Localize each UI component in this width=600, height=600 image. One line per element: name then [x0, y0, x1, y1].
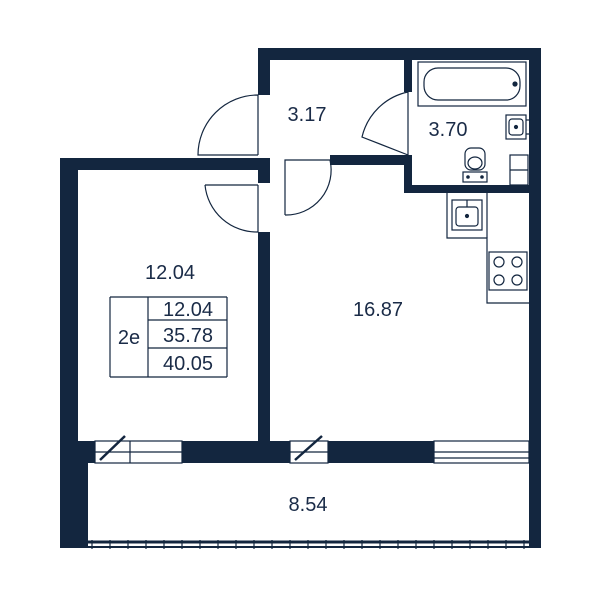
room-area-hall: 3.17: [288, 104, 327, 126]
door-swing-icon: [204, 184, 259, 233]
room-area-bathroom: 3.70: [429, 119, 468, 141]
wall-bath-left: [404, 60, 412, 92]
room-area-living-kitchen: 16.87: [353, 299, 403, 321]
bathtub-icon: [417, 61, 527, 107]
wall-facade-1: [60, 441, 95, 463]
summary-total-with-balcony: 40.05: [163, 353, 213, 375]
windows: [94, 435, 530, 464]
rooms-code: 2е: [118, 327, 140, 349]
washbasin-icon: [505, 114, 531, 140]
wall-facade-2: [182, 441, 290, 463]
kitchen-sink-icon: [451, 199, 483, 231]
doors: [197, 91, 409, 233]
wall-left-upper: [258, 48, 270, 95]
wall-bedroom-top: [60, 158, 270, 170]
wall-bath-left-low: [404, 155, 412, 193]
wall-top: [258, 48, 541, 60]
window-icon: [94, 435, 183, 464]
door-swing-icon: [197, 94, 259, 156]
walls: [60, 48, 541, 548]
wall-facade-3: [328, 441, 434, 463]
wall-right: [529, 48, 541, 548]
summary-total-area: 35.78: [163, 325, 213, 347]
wall-balcony-left: [60, 463, 88, 548]
area-summary: [109, 296, 228, 378]
summary-living-area: 12.04: [163, 299, 213, 321]
balcony-railing: [88, 540, 541, 549]
washing-machine-icon: [509, 154, 529, 186]
wall-hall-bottom: [330, 155, 412, 165]
room-area-balcony: 8.54: [289, 494, 328, 516]
door-swing-icon: [361, 91, 409, 156]
stove-icon: [488, 251, 528, 291]
kitchen-counter: [446, 193, 529, 304]
wall-bedroom-living: [258, 232, 270, 444]
door-swing-icon: [284, 159, 332, 216]
wall-stub-top: [258, 158, 270, 183]
window-icon: [433, 440, 530, 464]
room-area-bedroom: 12.04: [145, 262, 195, 284]
wall-bath-bottom: [404, 185, 532, 193]
window-icon: [289, 435, 329, 464]
toilet-icon: [462, 147, 488, 183]
